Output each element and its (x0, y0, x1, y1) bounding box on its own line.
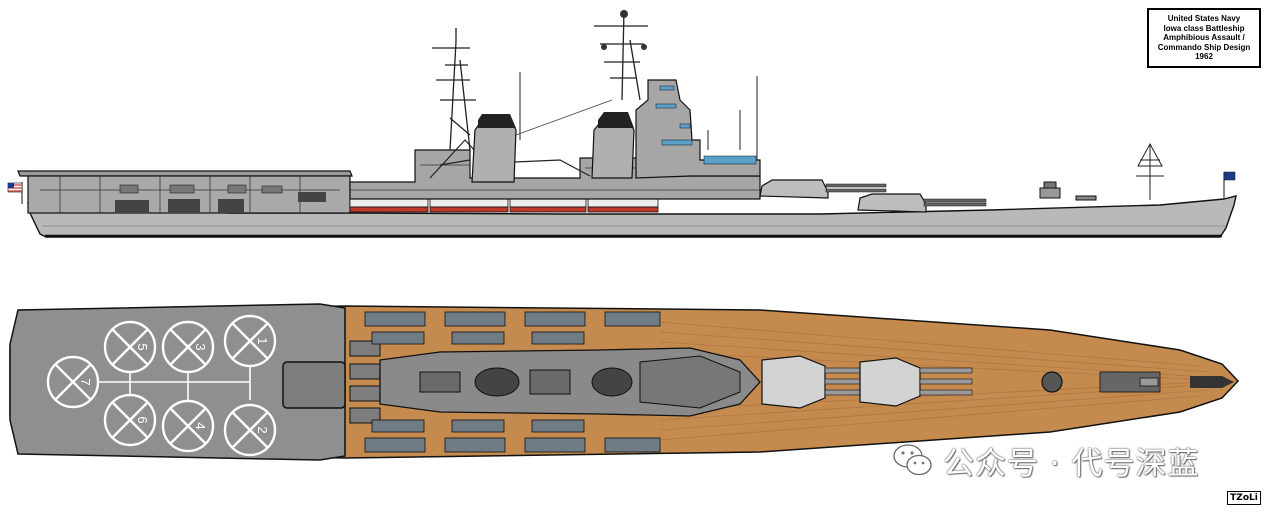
bow-antenna-icon (1136, 142, 1164, 200)
title-box: United States Navy Iowa class Battleship… (1147, 8, 1261, 68)
helipad-5: 5 (103, 320, 157, 374)
forward-mast (594, 9, 648, 101)
helipad-7: 7 (46, 355, 100, 409)
helipad-1: 1 (223, 314, 277, 368)
helipad-number: 5 (135, 343, 150, 350)
title-line: Amphibious Assault / (1163, 33, 1245, 43)
helipad-3: 3 (161, 320, 215, 374)
bow-mount-plan (1099, 371, 1161, 393)
deck-elevator (282, 361, 346, 409)
title-line: Iowa class Battleship (1163, 23, 1245, 33)
turret-one-profile (857, 193, 987, 213)
us-flag-icon (7, 182, 23, 204)
helipad-number: 2 (255, 426, 270, 433)
boats-profile (349, 198, 659, 213)
helipad-number: 3 (193, 343, 208, 350)
turret-one-plan (859, 357, 973, 407)
turret-two-plan (761, 355, 878, 409)
flight-deck-profile (17, 170, 353, 177)
helipad-number: 6 (135, 416, 150, 423)
watermark-text: 公众号 · 代号深蓝 (943, 445, 1200, 482)
jack-flag-icon (1223, 171, 1236, 198)
bow-hatch-icon (1041, 371, 1063, 393)
boat-racks-plan (364, 311, 661, 453)
wechat-icon (893, 444, 932, 476)
turret-two-profile (759, 179, 887, 199)
artist-signature: TZoLi (1227, 491, 1261, 505)
title-line: 1962 (1195, 52, 1213, 62)
profile-view (7, 9, 1237, 238)
helipad-group: 1 2 3 4 5 6 7 (46, 314, 277, 457)
bow-gun-profile (1039, 181, 1097, 201)
helipad-4: 4 (161, 399, 215, 453)
watermark: 公众号 · 代号深蓝 (893, 440, 1200, 482)
helipad-6: 6 (103, 393, 157, 447)
helipad-number: 4 (193, 422, 208, 429)
helipad-number: 7 (78, 378, 93, 385)
helipad-2: 2 (223, 403, 277, 457)
title-line: United States Navy (1167, 14, 1241, 24)
plan-view: 1 2 3 4 5 6 7 (9, 303, 1240, 461)
helipad-number: 1 (255, 337, 270, 344)
title-line: Commando Ship Design (1157, 42, 1251, 52)
aft-mast (432, 28, 476, 151)
